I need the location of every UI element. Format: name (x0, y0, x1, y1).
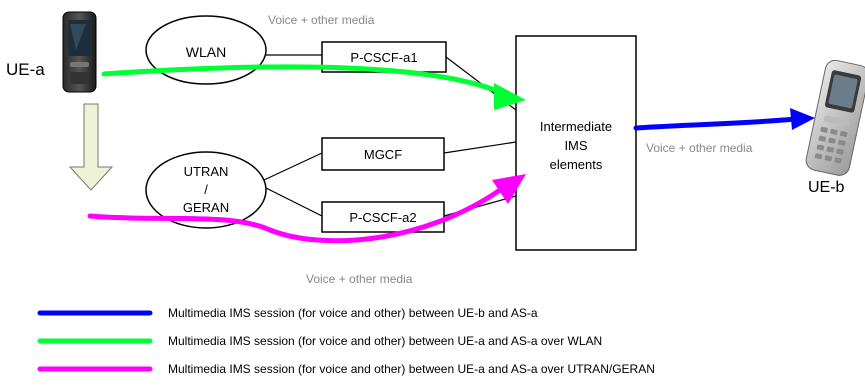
legend-label-utran: Multimedia IMS session (for voice and ot… (168, 362, 655, 376)
utran-label-line1: UTRAN (184, 164, 229, 179)
utran-label-line2: / (204, 182, 208, 197)
ue-b-session-arrowhead (790, 108, 815, 130)
mgcf-box (321, 137, 445, 171)
wlan-label: WLAN (186, 44, 226, 60)
utran-geran-ellipse (145, 151, 267, 229)
ue-b-label: UE-b (808, 179, 845, 196)
media-label-top: Voice + other media (268, 13, 375, 27)
pcscf-a2-label: P-CSCF-a2 (349, 210, 416, 225)
utran-session-flow (87, 187, 503, 244)
network-links (263, 54, 517, 217)
ue-b-session-flow (633, 116, 799, 131)
handover-arrow-icon (68, 103, 114, 191)
utran-session-arrowhead (492, 174, 526, 204)
ue-b-phone-icon (805, 59, 865, 176)
ims-label-line3: elements (550, 157, 603, 172)
ims-label-line1: Intermediate (540, 119, 612, 134)
link-mgcf-ims (443, 141, 517, 154)
pcscf-a1-label: P-CSCF-a1 (350, 50, 417, 65)
wlan-session-flow (101, 64, 503, 95)
legend: Multimedia IMS session (for voice and ot… (37, 306, 655, 376)
wlan-session-arrowhead (494, 83, 526, 110)
ue-a-label: UE-a (6, 60, 45, 79)
mgcf-label: MGCF (364, 147, 402, 162)
legend-label-ueb: Multimedia IMS session (for voice and ot… (168, 306, 538, 320)
ims-label-line2: IMS (564, 138, 587, 153)
legend-label-wlan: Multimedia IMS session (for voice and ot… (168, 334, 602, 348)
ue-a-phone-icon (62, 11, 97, 93)
media-label-right: Voice + other media (646, 141, 753, 155)
utran-label-line3: GERAN (183, 200, 229, 215)
link-utran-mgcf (263, 152, 323, 181)
ims-elements-box (515, 35, 637, 251)
media-label-bottom: Voice + other media (306, 272, 413, 286)
link-utran-pcscf-a2 (263, 186, 323, 217)
